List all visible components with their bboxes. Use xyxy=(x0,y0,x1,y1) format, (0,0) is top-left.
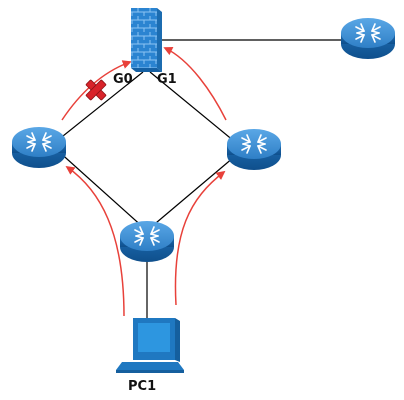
firewall[interactable] xyxy=(131,8,162,72)
router-icon xyxy=(226,128,282,171)
red-x-icon xyxy=(85,79,107,101)
traffic-arrow-right-up xyxy=(163,47,227,121)
link-firewall-right-router xyxy=(149,71,241,147)
pc-label: PC1 xyxy=(128,379,156,394)
router-right[interactable] xyxy=(226,128,282,171)
traffic-arrow-bottom-right xyxy=(174,170,226,306)
traffic-arrow-bottom-left xyxy=(65,165,125,317)
computer-icon xyxy=(116,318,184,373)
firewall-icon xyxy=(131,8,157,68)
port-label-g1: G1 xyxy=(157,72,177,87)
links xyxy=(52,39,352,322)
traffic-arrows xyxy=(61,47,227,317)
router-remote[interactable] xyxy=(340,17,396,60)
router-icon xyxy=(340,17,396,60)
link-left-router-bottom-router xyxy=(56,149,145,229)
router-icon xyxy=(11,126,67,169)
port-label-g0: G0 xyxy=(113,72,133,87)
link-firewall-left-router xyxy=(52,71,144,145)
firewall-side xyxy=(157,8,162,72)
router-icon xyxy=(119,220,175,263)
firewall-bottom xyxy=(131,68,162,72)
pc[interactable] xyxy=(116,318,184,373)
link-right-router-bottom-router xyxy=(149,151,241,229)
router-bottom[interactable] xyxy=(119,220,175,263)
router-left[interactable] xyxy=(11,126,67,169)
